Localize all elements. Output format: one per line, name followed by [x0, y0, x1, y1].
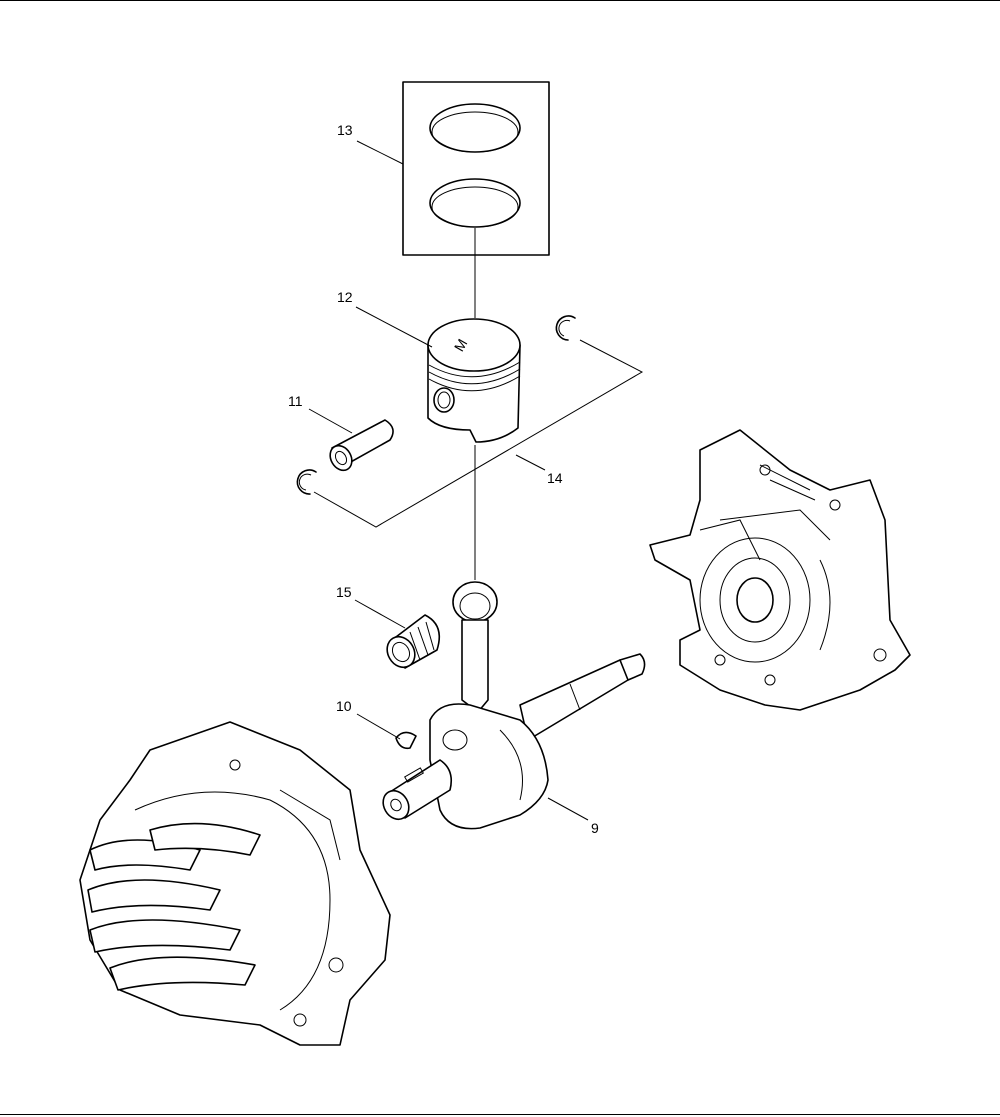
- leader-lines: [308, 140, 589, 821]
- callout-12: 12: [337, 289, 353, 305]
- ring-box: [402, 81, 550, 256]
- callout-13: 13: [337, 122, 353, 138]
- callout-14: 14: [547, 470, 563, 486]
- crankcase-left-half[interactable]: [79, 721, 391, 1046]
- callout-11: 11: [288, 393, 303, 409]
- circlip-right[interactable]: [555, 315, 576, 341]
- top-border: [0, 0, 1000, 1]
- bottom-border: [0, 1114, 1000, 1115]
- needle-bearing[interactable]: [382, 614, 441, 672]
- circlip-kit-bracket: [313, 339, 644, 528]
- piston[interactable]: M: [427, 318, 521, 443]
- piston-pin[interactable]: [326, 419, 394, 474]
- callout-10: 10: [336, 698, 352, 714]
- crankshaft-assembly[interactable]: [378, 581, 646, 830]
- circlip-left[interactable]: [296, 469, 317, 495]
- callout-15: 15: [336, 584, 352, 600]
- crankcase-right-half[interactable]: [649, 429, 911, 711]
- callout-9: 9: [591, 820, 599, 836]
- piston-ring-set[interactable]: [402, 81, 550, 318]
- woodruff-key[interactable]: [395, 731, 417, 750]
